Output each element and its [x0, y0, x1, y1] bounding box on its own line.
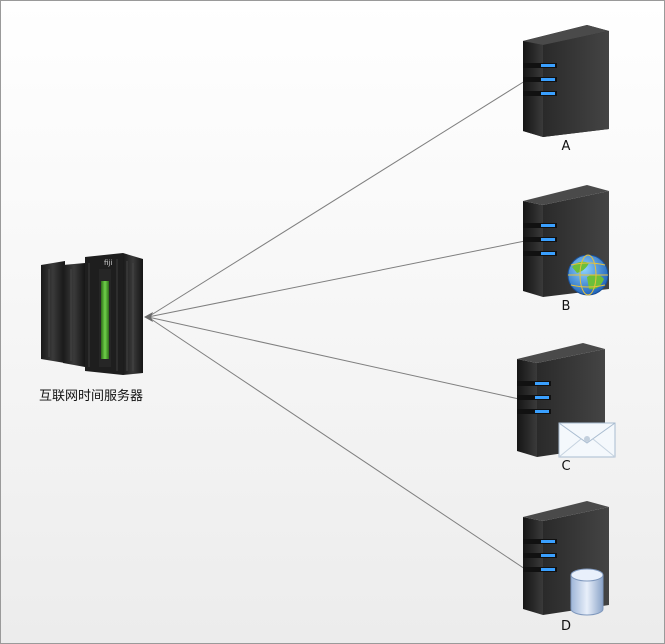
- connector-line-d: [147, 316, 526, 570]
- server-b-label: B: [561, 299, 571, 314]
- envelope-icon: [558, 422, 616, 458]
- server-c-label: C: [561, 459, 571, 474]
- mainframe-server-icon: fiji: [41, 253, 143, 375]
- svg-text:fiji: fiji: [104, 259, 112, 267]
- globe-icon: [567, 254, 609, 296]
- connector-line-b: [147, 240, 526, 318]
- server-a-tower-icon: [523, 25, 609, 137]
- server-a-label: A: [561, 139, 571, 154]
- server-d-label: D: [560, 619, 571, 634]
- database-icon: [570, 568, 604, 616]
- arrowhead-icon: [144, 312, 153, 322]
- central-server-label: 互联网时间服务器: [38, 389, 143, 404]
- connector-line-c: [147, 316, 520, 400]
- connector-line-a: [147, 80, 526, 318]
- server-c-tower-icon: [517, 343, 605, 457]
